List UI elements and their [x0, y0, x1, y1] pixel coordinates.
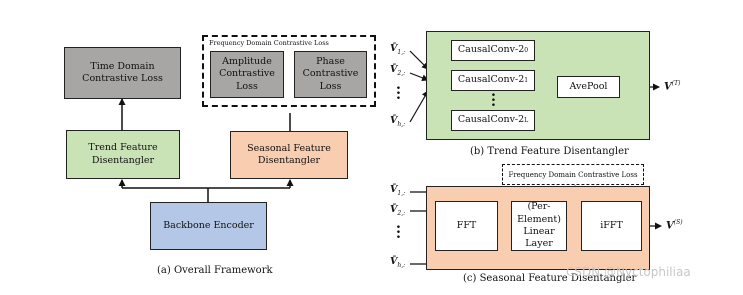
watermark: CSDN @Nyctophiliaa: [566, 265, 691, 279]
backbone-encoder-box: Backbone Encoder: [150, 202, 267, 250]
linear-layer-box: (Per-Element) Linear Layer: [511, 201, 567, 251]
b-output-label: V(T): [664, 80, 681, 93]
c-input-h: V̄h,:: [390, 256, 406, 269]
b-input-h: V̄h,:: [390, 115, 406, 128]
caption-b: (b) Trend Feature Disentangler: [470, 146, 629, 157]
frequency-loss-group-title: Frequency Domain Contrastive Loss: [209, 39, 329, 47]
b-in2: [409, 72, 429, 82]
c-frequency-loss-box: Frequency Domain Contrastive Loss: [502, 164, 644, 185]
b-input-2: V̄2,:: [390, 64, 406, 77]
b-input-ellipsis: ...: [396, 77, 401, 103]
b-in1: [409, 50, 429, 70]
ifft-box: iFFT: [581, 201, 642, 251]
time-domain-loss-box: Time Domain Contrastive Loss: [64, 47, 181, 99]
b-in3: [409, 90, 429, 123]
c-input-2: V̄2,:: [390, 204, 406, 217]
fft-box: FFT: [435, 201, 498, 251]
caption-c: (c) Seasonal Feature Disentangler: [463, 273, 637, 284]
c-input-ellipsis: ...: [396, 216, 401, 242]
phase-loss-box: Phase Contrastive Loss: [294, 51, 367, 98]
seasonal-disentangler-box: Seasonal Feature Disentangler: [230, 131, 348, 179]
amplitude-loss-box: Amplitude Contrastive Loss: [210, 51, 284, 98]
trend-disentangler-box: Trend Feature Disentangler: [66, 130, 180, 179]
b-conv-ellipsis: ...: [491, 84, 496, 110]
frequency-loss-group: [202, 35, 376, 107]
avepool-box: AvePool: [557, 76, 620, 98]
c-input-1: V̄1,:: [390, 184, 406, 197]
b-input-1: V̄1,:: [390, 43, 406, 56]
caption-a: (a) Overall Framework: [157, 265, 273, 276]
c-output-label: V(S): [666, 219, 683, 232]
